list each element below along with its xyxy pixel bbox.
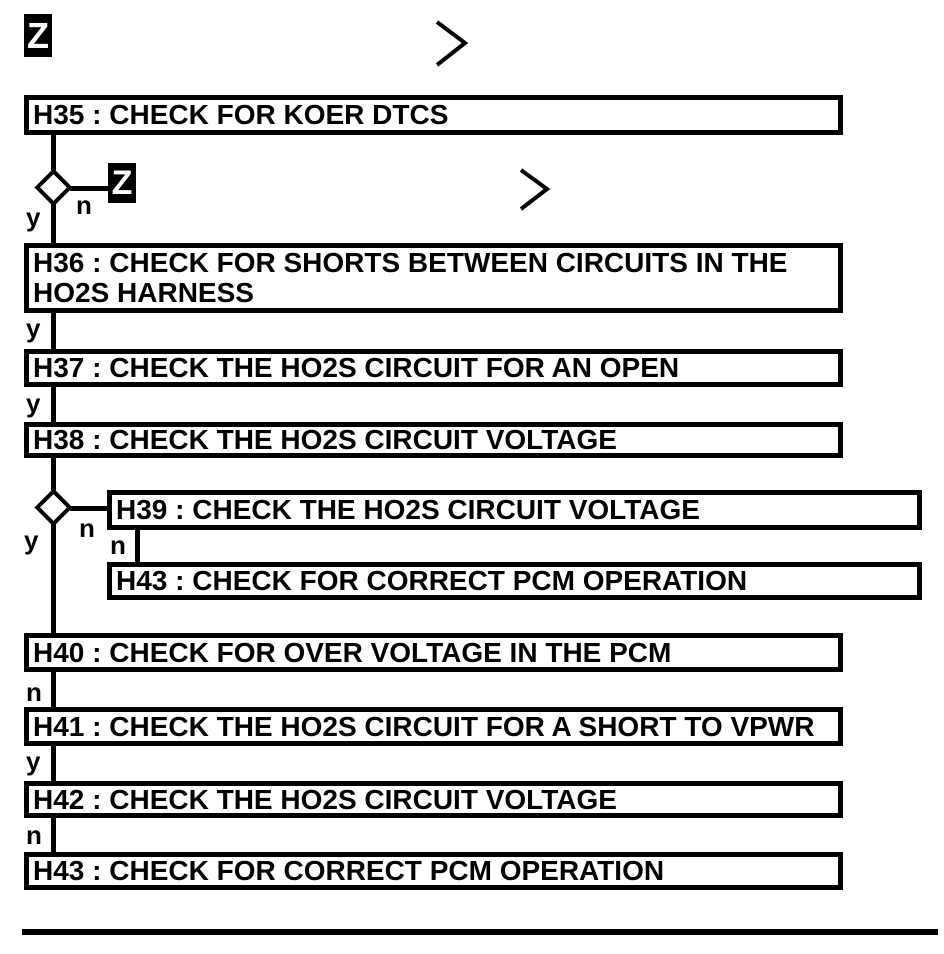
offpage-connector-z-icon: Z [108, 163, 136, 203]
branch-label-no: n [79, 513, 95, 543]
step-box-h42: H42 : CHECK THE HO2S CIRCUIT VOLTAGE [24, 781, 843, 818]
step-box-h37: H37 : CHECK THE HO2S CIRCUIT FOR AN OPEN [24, 349, 843, 387]
step-box-h35: H35 : CHECK FOR KOER DTCS [24, 95, 843, 135]
connector-line [51, 133, 56, 171]
step-box-h43-upper: H43 : CHECK FOR CORRECT PCM OPERATION [107, 562, 922, 600]
decision-diamond [34, 488, 73, 527]
decision-diamond [34, 168, 73, 207]
branch-label-yes: y [26, 388, 41, 418]
connector-line [51, 524, 56, 635]
step-box-h41: H41 : CHECK THE HO2S CIRCUIT FOR A SHORT… [24, 707, 843, 746]
connector-line [51, 204, 56, 245]
connector-line [70, 506, 110, 511]
connector-line [51, 311, 56, 351]
step-box-h38: H38 : CHECK THE HO2S CIRCUIT VOLTAGE [24, 422, 843, 458]
step-box-h40: H40 : CHECK FOR OVER VOLTAGE IN THE PCM [24, 633, 843, 672]
connector-line [51, 744, 56, 783]
connector-line [51, 816, 56, 854]
continuation-arrow-icon [519, 168, 551, 211]
connector-line [135, 528, 140, 564]
branch-label-yes: y [24, 525, 39, 555]
branch-label-yes: y [26, 202, 41, 232]
branch-label-no: n [76, 190, 92, 220]
bottom-divider [22, 929, 938, 935]
branch-label-no: n [26, 677, 42, 707]
connector-line [51, 456, 56, 492]
branch-label-no: n [26, 820, 42, 850]
connector-line [51, 670, 56, 709]
offpage-connector-z-icon: Z [24, 14, 52, 57]
step-box-h39: H39 : CHECK THE HO2S CIRCUIT VOLTAGE [107, 490, 922, 530]
step-box-h36: H36 : CHECK FOR SHORTS BETWEEN CIRCUITS … [24, 243, 843, 313]
connector-line [70, 186, 110, 191]
branch-label-yes: y [26, 746, 41, 776]
continuation-arrow-icon [435, 20, 469, 67]
branch-label-no: n [110, 530, 126, 560]
branch-label-yes: y [26, 313, 41, 343]
step-box-h43-bottom: H43 : CHECK FOR CORRECT PCM OPERATION [24, 852, 843, 890]
connector-line [51, 385, 56, 424]
